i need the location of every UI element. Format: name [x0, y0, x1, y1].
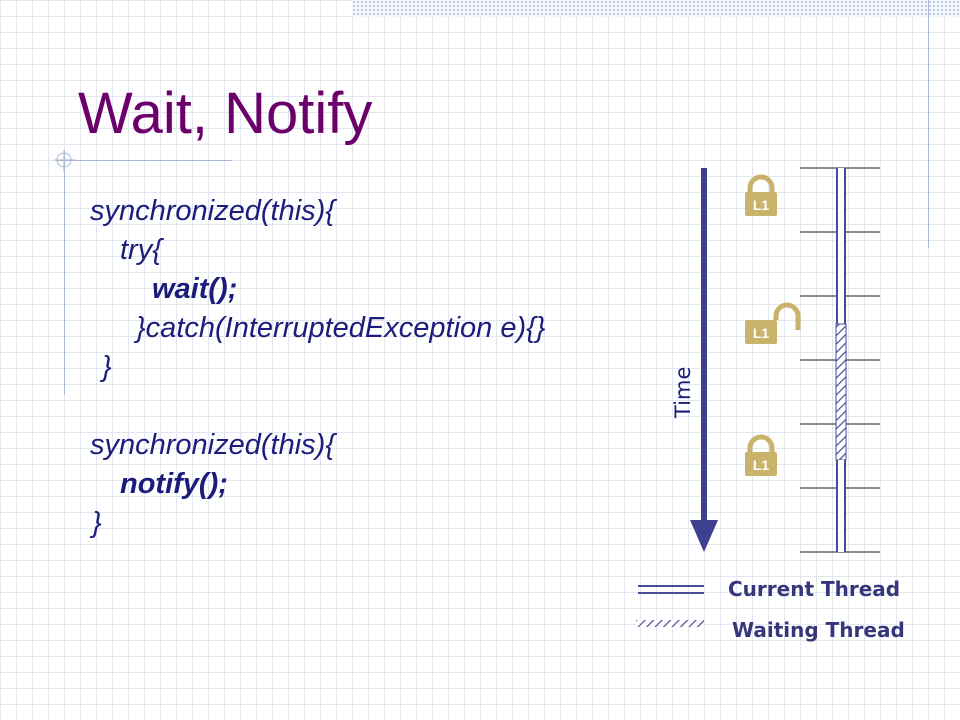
- lock-closed-icon: L1: [745, 434, 777, 476]
- current-thread-segment-top: [836, 168, 846, 324]
- lock-label: L1: [753, 325, 770, 341]
- lock-label: L1: [753, 197, 770, 213]
- code-line: synchronized(this){: [90, 429, 335, 461]
- time-arrow: [690, 168, 718, 552]
- legend-waiting-thread-label: Waiting Thread: [732, 618, 905, 642]
- lock-closed-icon: L1: [745, 174, 777, 216]
- header-decoration-band: [352, 0, 960, 17]
- legend-waiting-thread-swatch: [636, 620, 704, 627]
- code-line: }catch(InterruptedException e){}: [136, 312, 546, 344]
- code-line: wait();: [152, 273, 238, 305]
- code-line: }: [102, 351, 112, 383]
- code-line: try{: [120, 234, 162, 266]
- crosshair-decoration-icon: [54, 150, 76, 172]
- legend-current-thread-swatch: [638, 585, 704, 594]
- legend: Current Thread Waiting Thread: [636, 577, 905, 642]
- legend-current-thread-label: Current Thread: [728, 577, 900, 601]
- title-underline: [56, 160, 232, 161]
- right-decoration-line: [928, 0, 929, 248]
- lock-label: L1: [753, 457, 770, 473]
- code-line: synchronized(this){: [90, 195, 335, 227]
- current-thread-segment-bottom: [836, 460, 846, 552]
- lock-open-icon: L1: [745, 302, 801, 344]
- code-block: synchronized(this){ try{ wait(); }catch(…: [90, 192, 545, 543]
- code-line: notify();: [120, 468, 228, 500]
- waiting-thread-segment: [835, 323, 847, 461]
- slide-title: Wait, Notify: [78, 81, 373, 146]
- left-decoration-line: [64, 150, 65, 395]
- time-axis-label: Time: [671, 367, 695, 419]
- code-line: }: [92, 507, 102, 539]
